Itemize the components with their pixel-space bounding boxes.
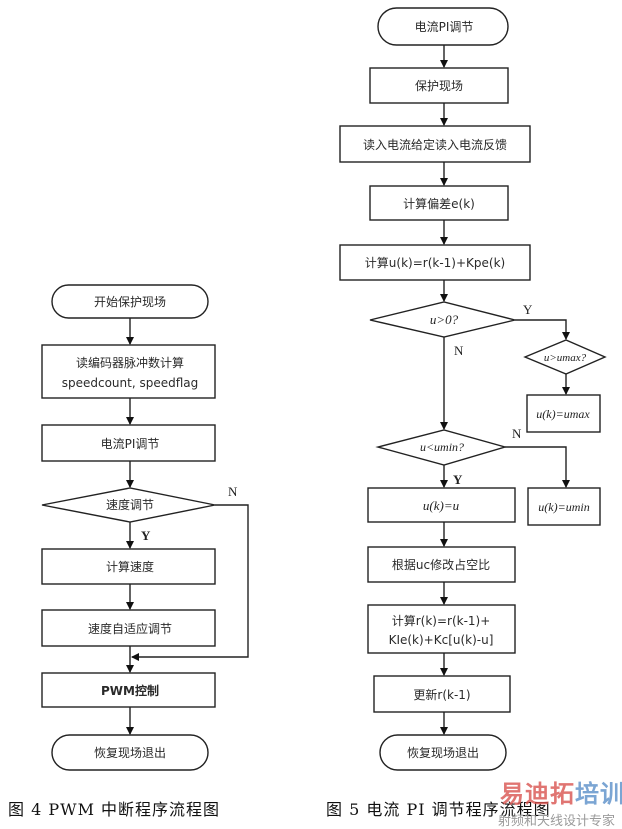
fig5-set-u-max-label: u(k)=umax: [536, 407, 590, 421]
fig5-save-context-label: 保护现场: [415, 79, 463, 93]
fig4-calc-speed-label: 计算速度: [106, 559, 154, 574]
fig5-update-r-box: [373, 675, 511, 713]
fig5-u-positive-yes-line: [515, 319, 570, 340]
fig5-save-context-box: [369, 67, 509, 104]
fig4-start-label: 开始保护现场: [94, 295, 166, 309]
figure5-caption: 图 5 电流 PI 调节程序流程图: [326, 800, 551, 819]
fig5-calc-r-label-2: KIe(k)+Kc[u(k)-u]: [389, 633, 494, 647]
fig4-yes-label: Y: [141, 528, 151, 543]
fig5-u-max-label: u>umax?: [544, 352, 587, 364]
watermark-brand-part1: 易迪拓: [500, 780, 575, 808]
fig5-u-min-yes-label: Y: [453, 472, 463, 487]
fig5-u-min-no-label: N: [512, 426, 522, 441]
figure5-flowchart: [339, 7, 607, 771]
fig5-modify-duty-label: 根据uc修改占空比: [392, 557, 490, 572]
fig5-modify-duty-box: [367, 546, 516, 583]
fig5-calc-error-box: [369, 185, 509, 221]
fig4-no-branch-line: [131, 504, 249, 661]
fig5-calc-u-box: [339, 244, 531, 281]
fig4-pwm-control-box: [41, 672, 216, 708]
fig5-set-u-box: [367, 487, 516, 523]
fig4-end-terminal: [51, 734, 209, 771]
fig5-calc-error-label: 计算偏差e(k): [403, 196, 475, 211]
fig5-set-u-label: u(k)=u: [423, 498, 460, 513]
watermark-brand: 易迪拓培训: [500, 774, 622, 809]
fig4-current-pi-box: [41, 424, 216, 462]
fig4-no-label: N: [228, 484, 238, 499]
figure5-labels: 电流PI调节 保护现场 读入电流给定读入电流反馈 计算偏差e(k) 计算u(k)…: [363, 20, 590, 760]
fig4-read-encoder-label-1: 读编码器脉冲数计算: [76, 355, 184, 370]
fig4-speed-adaptive-label: 速度自适应调节: [88, 621, 172, 636]
figure4-caption: 图 4 PWM 中断程序流程图: [8, 800, 221, 819]
fig4-speed-adaptive-box: [41, 609, 216, 647]
watermark-brand-part2: 培训: [575, 780, 622, 808]
fig5-calc-r-label-1: 计算r(k)=r(k-1)+: [392, 613, 491, 628]
fig5-read-current-label: 读入电流给定读入电流反馈: [363, 137, 507, 152]
fig5-update-r-label: 更新r(k-1): [413, 687, 470, 702]
fig4-pwm-control-label: PWM控制: [101, 683, 159, 698]
fig5-calc-r-box: [367, 604, 516, 654]
fig5-u-positive-yes-label: Y: [523, 302, 533, 317]
fig5-start-label: 电流PI调节: [415, 20, 474, 34]
watermark-tagline: 射频和天线设计专家: [498, 814, 616, 829]
fig5-set-u-max-box: [526, 394, 601, 433]
fig5-end-terminal: [379, 734, 507, 771]
fig5-set-u-min-box: [527, 487, 601, 526]
fig5-start-terminal: [377, 7, 509, 46]
fig5-read-current-box: [339, 125, 531, 163]
fig5-u-min-label: u<umin?: [420, 440, 464, 454]
fig4-read-encoder-label-2: speedcount, speedflag: [62, 376, 199, 390]
fig4-speed-decision-label: 速度调节: [106, 497, 154, 512]
figure4-flowchart: [41, 284, 249, 771]
fig4-end-label: 恢复现场退出: [94, 746, 166, 760]
fig5-u-min-no-line: [505, 446, 570, 488]
fig5-set-u-min-label: u(k)=umin: [538, 500, 589, 514]
fig5-u-positive-label: u>0?: [430, 312, 459, 327]
fig4-read-encoder-box: [41, 344, 216, 399]
figure4-labels: 开始保护现场 读编码器脉冲数计算 speedcount, speedflag 电…: [62, 295, 238, 760]
fig4-current-pi-label: 电流PI调节: [101, 437, 160, 451]
fig5-u-positive-no-label: N: [454, 343, 464, 358]
fig4-calc-speed-box: [41, 548, 216, 585]
fig5-end-label: 恢复现场退出: [407, 746, 479, 760]
fig5-calc-u-label: 计算u(k)=r(k-1)+Kpe(k): [365, 255, 505, 270]
fig5-u-max-diamond: [523, 339, 607, 375]
